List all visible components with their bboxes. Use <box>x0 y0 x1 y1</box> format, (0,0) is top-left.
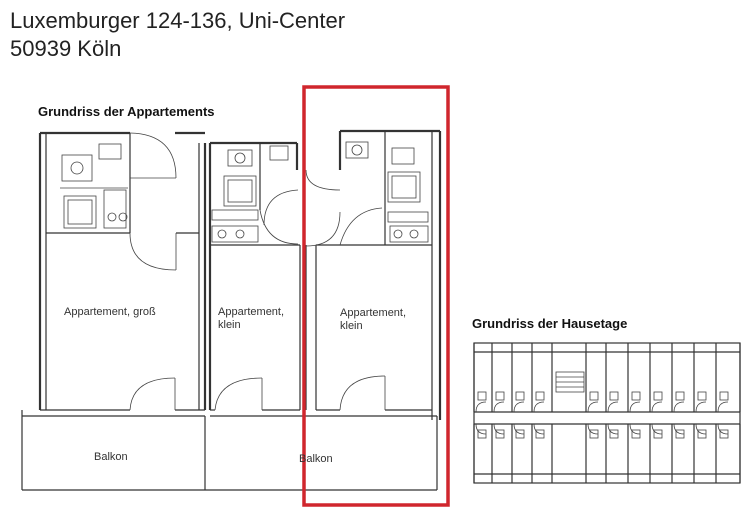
unit-door-top <box>695 401 707 413</box>
unit-door-bottom <box>513 423 525 435</box>
small-apartment-1-doors <box>214 189 299 411</box>
apartments-plan-heading: Grundriss der Appartements <box>38 104 215 119</box>
unit-door-bottom <box>717 423 729 435</box>
unit-door-bottom <box>475 423 487 435</box>
unit-fixture-top <box>609 391 619 401</box>
unit-door-top <box>717 401 729 413</box>
unit-fixture-top <box>535 391 545 401</box>
balcony-outline <box>21 410 438 491</box>
unit-fixture-top <box>697 391 707 401</box>
unit-door-top <box>513 401 525 413</box>
small-apartment-2-bathroom-fixtures <box>345 141 429 243</box>
room-label-small-apartment-1-line-1: Appartement, <box>218 306 285 318</box>
room-label-small-apartment-2-line-1: Appartement, <box>340 307 407 319</box>
unit-door-top <box>587 401 599 413</box>
unit-door-bottom <box>493 423 505 435</box>
unit-fixture-top <box>477 391 487 401</box>
unit-door-top <box>673 401 685 413</box>
unit-fixture-top <box>675 391 685 401</box>
address-line-1: Luxemburger 124-136, Uni-Center <box>10 8 346 33</box>
room-label-balcony-2: Balkon <box>299 453 333 465</box>
small-apartment-1-walls <box>208 141 307 411</box>
small-apartment-2-doors <box>305 169 386 411</box>
room-label-small-apartment-1: Appartement, klein <box>218 306 284 332</box>
large-apartment-doors <box>129 132 177 411</box>
large-apartment-walls <box>38 131 207 411</box>
unit-fixture-top <box>719 391 729 401</box>
unit-door-top <box>493 401 505 413</box>
unit-door-top <box>475 401 487 413</box>
unit-door-bottom <box>629 423 641 435</box>
floor-plan-heading: Grundriss der Hausetage <box>472 316 628 331</box>
unit-door-top <box>651 401 663 413</box>
selected-apartment-highlight <box>302 85 450 507</box>
unit-door-bottom <box>651 423 663 435</box>
room-label-small-apartment-2: Appartement, klein <box>340 307 406 333</box>
unit-door-bottom <box>695 423 707 435</box>
unit-fixture-top <box>631 391 641 401</box>
unit-fixture-top <box>653 391 663 401</box>
large-apartment-bathroom-fixtures <box>60 143 128 229</box>
unit-door-bottom <box>673 423 685 435</box>
unit-door-top <box>607 401 619 413</box>
unit-fixture-top <box>495 391 505 401</box>
building-floor-plan <box>473 342 741 484</box>
small-apartment-2-walls <box>315 129 442 420</box>
small-apartment-1-bathroom-fixtures <box>211 145 289 243</box>
room-label-large-apartment: Appartement, groß <box>64 306 156 318</box>
unit-fixture-top <box>589 391 599 401</box>
unit-door-bottom <box>607 423 619 435</box>
unit-door-bottom <box>533 423 545 435</box>
unit-fixture-top <box>515 391 525 401</box>
room-label-balcony-1: Balkon <box>94 451 128 463</box>
unit-door-top <box>533 401 545 413</box>
unit-door-bottom <box>587 423 599 435</box>
room-label-small-apartment-2-line-2: klein <box>340 320 363 332</box>
address-line-2: 50939 Köln <box>10 36 122 61</box>
building-floor-plan-units <box>473 343 741 483</box>
unit-door-top <box>629 401 641 413</box>
room-label-small-apartment-1-line-2: klein <box>218 319 241 331</box>
